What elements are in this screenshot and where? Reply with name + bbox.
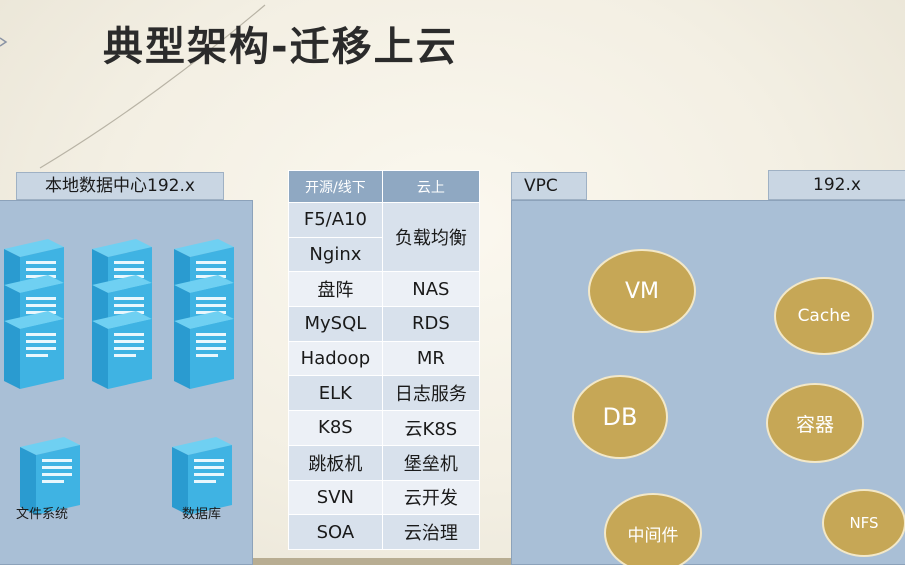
table-row: MySQL RDS — [288, 306, 481, 342]
table-cell-cloud: RDS — [381, 306, 481, 342]
table-cell-cloud: 云治理 — [381, 514, 481, 550]
table-header-onprem: 开源/线下 — [288, 170, 383, 203]
local-datacenter-panel: 文件系统 数据库 — [0, 200, 253, 565]
migration-mapping-table: 开源/线下 云上 F5/A10 负载均衡 Nginx 盘阵 NAS MySQL … — [288, 170, 481, 550]
table-cell-cloud: 堡垒机 — [381, 444, 481, 481]
table-cell-cloud: NAS — [381, 271, 481, 308]
server-icon — [4, 311, 64, 389]
table-row: Hadoop MR — [288, 340, 481, 377]
service-cache: Cache — [774, 277, 874, 355]
table-row: F5/A10 负载均衡 — [288, 201, 481, 273]
table-cell-onprem: 盘阵 — [288, 271, 383, 308]
table-cell-onprem: SOA — [288, 514, 383, 550]
table-row: SOA 云治理 — [288, 514, 481, 550]
table-cell-onprem: ELK — [288, 375, 383, 412]
server-icon — [92, 311, 152, 389]
vpc-ip-label: 192.x — [768, 170, 905, 200]
table-row: Nginx — [288, 236, 480, 273]
migration-arrow-bar — [253, 558, 511, 565]
vpc-label: VPC — [511, 172, 587, 200]
vpc-panel: VM Cache DB 容器 中间件 NFS — [511, 200, 905, 565]
table-cell-onprem: Hadoop — [288, 340, 383, 377]
table-cell-onprem: 跳板机 — [288, 444, 383, 481]
table-cell-cloud: 负载均衡 — [381, 201, 481, 273]
table-row: K8S 云K8S — [288, 410, 481, 446]
table-cell-onprem: F5/A10 — [288, 202, 383, 238]
table-row: ELK 日志服务 — [288, 375, 481, 412]
service-vm: VM — [588, 249, 696, 333]
database-label: 数据库 — [182, 507, 222, 522]
table-cell-cloud: MR — [381, 340, 481, 377]
page-title: 典型架构-迁移上云 — [103, 24, 458, 70]
server-icon — [174, 311, 234, 389]
table-cell-cloud: 云K8S — [381, 410, 481, 446]
table-cell-cloud: 日志服务 — [381, 375, 481, 412]
service-db: DB — [572, 375, 668, 459]
table-cell-onprem: MySQL — [288, 306, 383, 342]
service-container: 容器 — [766, 383, 864, 463]
service-nfs: NFS — [822, 489, 905, 557]
table-header-cloud: 云上 — [381, 170, 481, 203]
table-cell-onprem: Nginx — [288, 236, 383, 273]
file-system-label: 文件系统 — [16, 507, 69, 522]
local-datacenter-label: 本地数据中心192.x — [16, 172, 224, 200]
service-middleware: 中间件 — [604, 493, 702, 565]
table-row: 跳板机 堡垒机 — [288, 444, 481, 481]
table-cell-onprem: K8S — [288, 410, 383, 446]
table-row: 盘阵 NAS — [288, 271, 481, 308]
table-cell-cloud: 云开发 — [381, 479, 481, 516]
table-cell-onprem: SVN — [288, 479, 383, 516]
table-row: SVN 云开发 — [288, 479, 481, 516]
